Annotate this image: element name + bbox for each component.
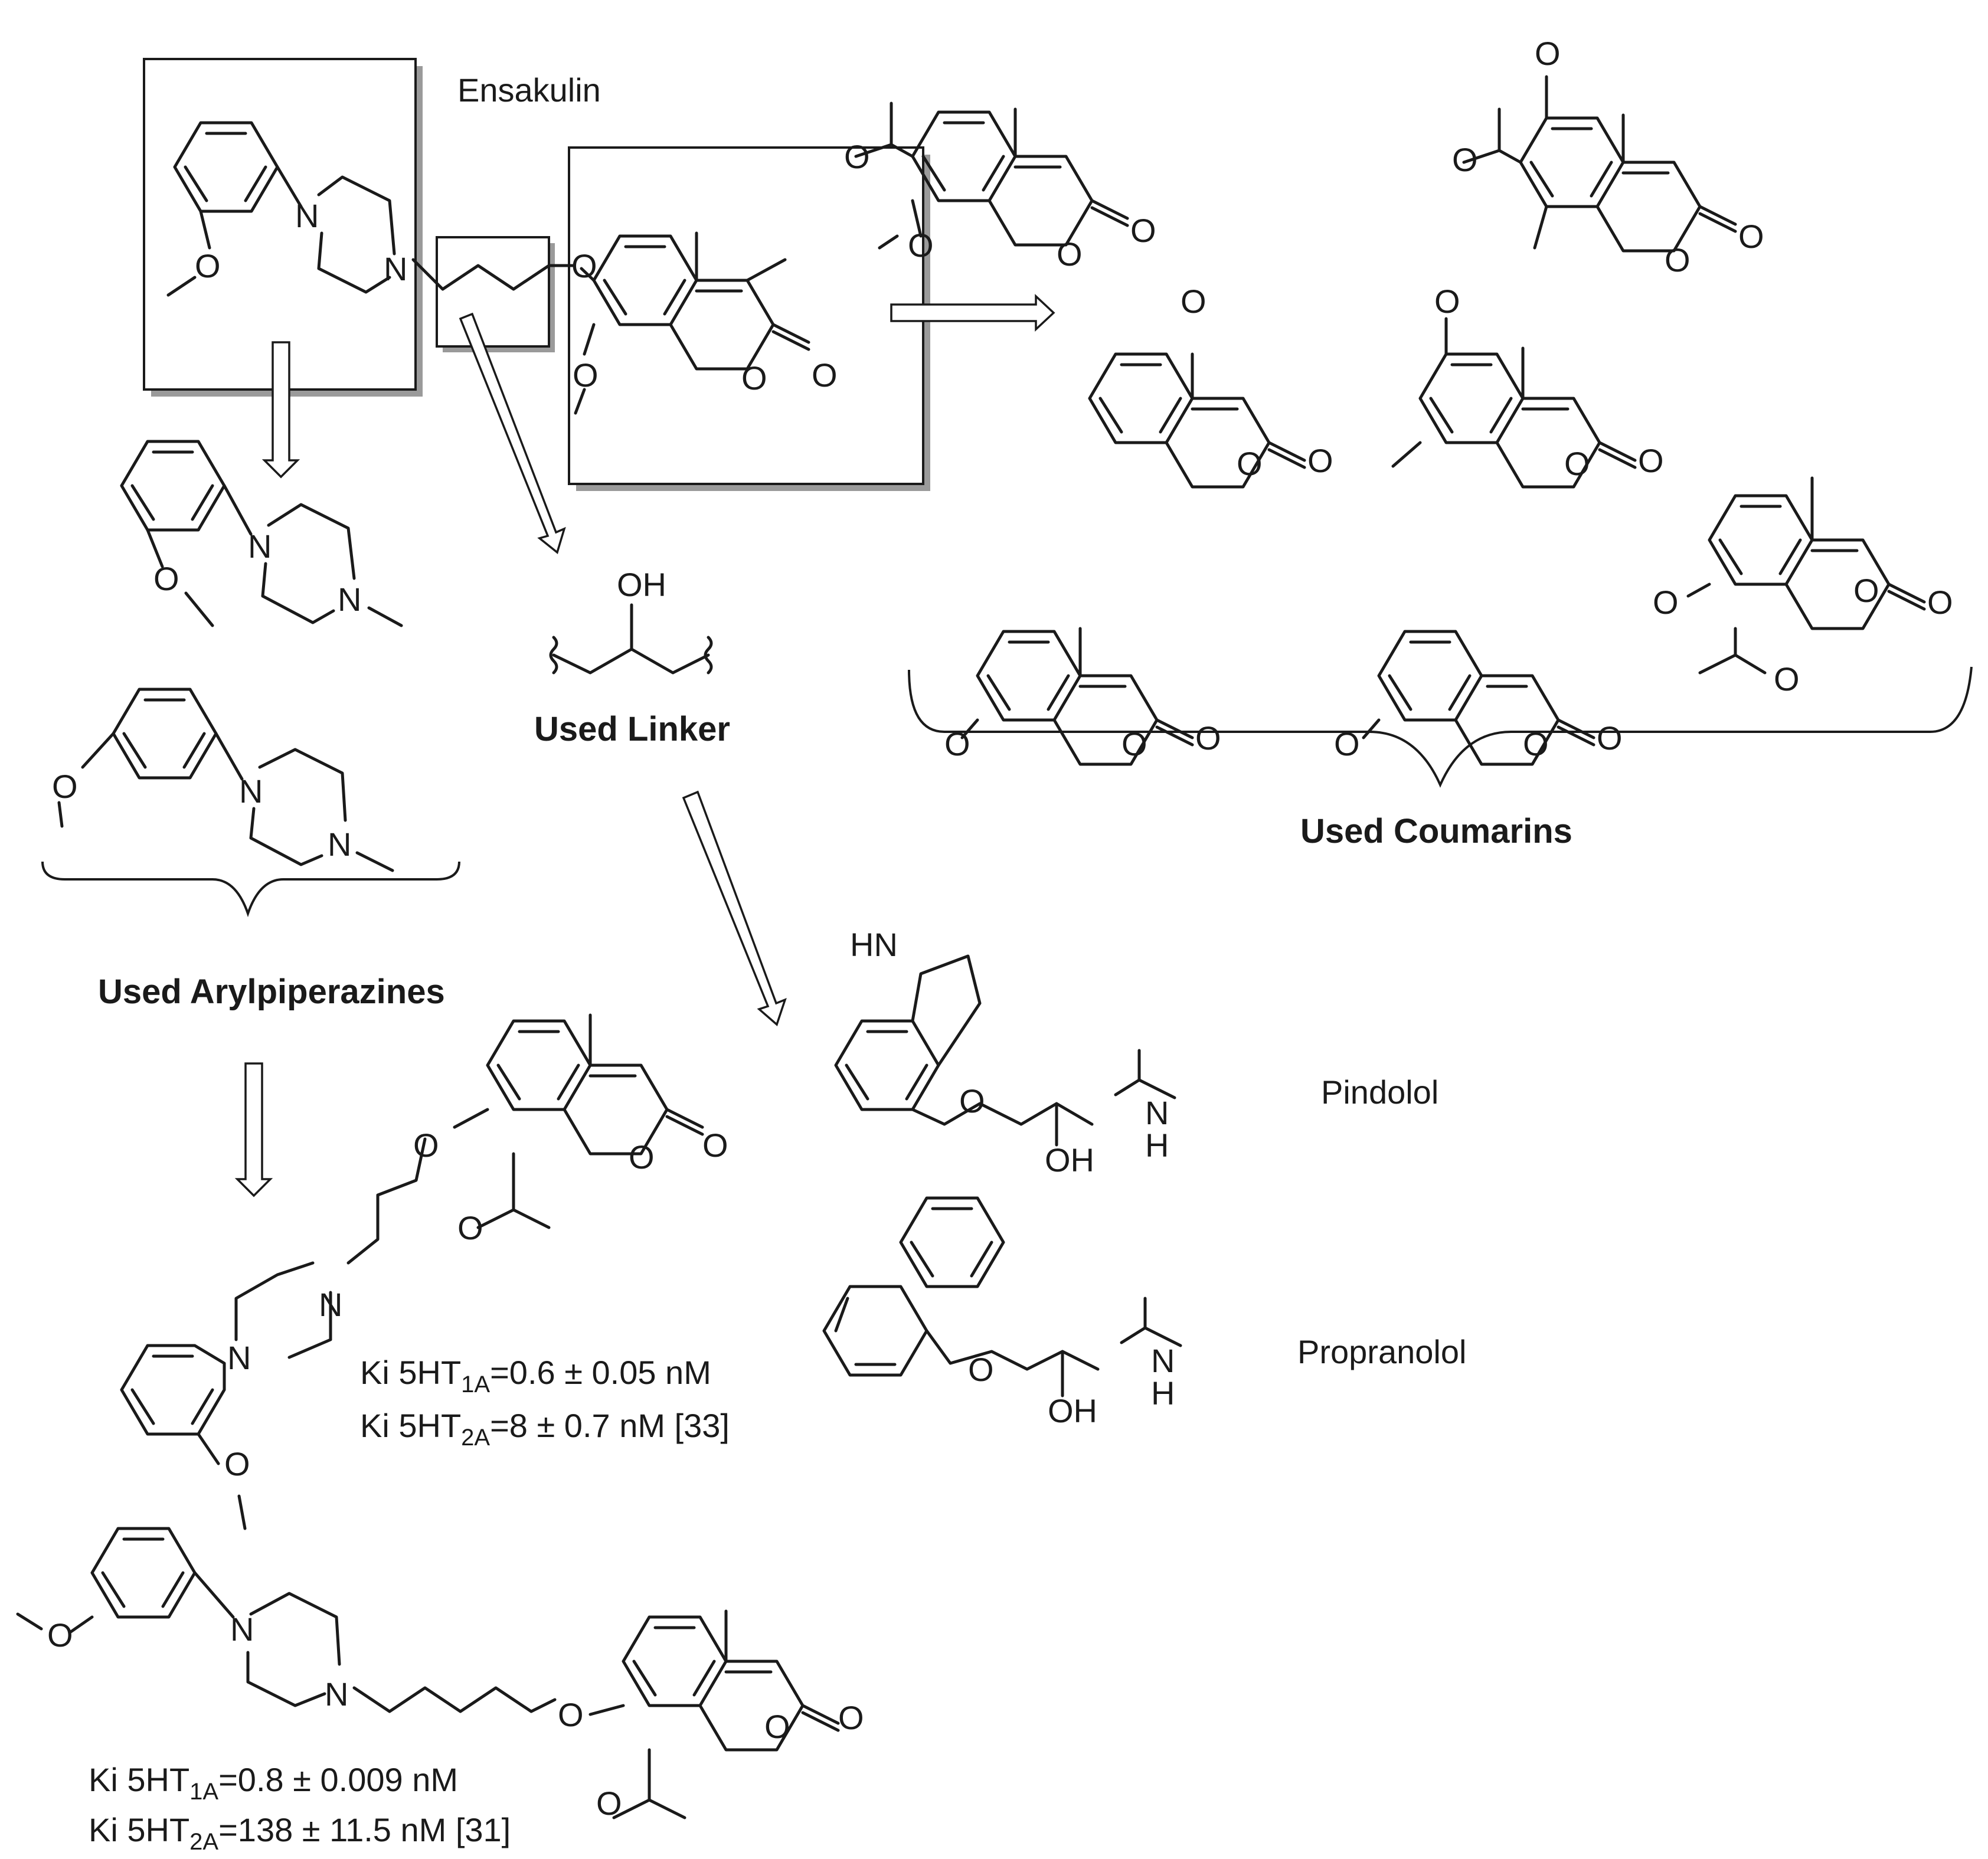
compound-b-ki-1a: Ki 5HT1A=0.8 ± 0.009 nM: [89, 1761, 458, 1805]
atom-o: O: [1195, 719, 1221, 757]
atom-o: O: [1853, 572, 1879, 609]
atom-o: O: [52, 768, 78, 805]
atom-n: N: [248, 528, 272, 565]
compound-b-structure: O N N O O O O: [16, 1527, 864, 1822]
atom-nh-n: N: [1151, 1342, 1175, 1379]
atom-o: O: [1057, 235, 1083, 273]
atom-o: O: [1638, 442, 1664, 479]
label-ensakulin: Ensakulin: [457, 71, 601, 109]
atom-o: O: [224, 1445, 250, 1482]
compound-a-ki-2a: Ki 5HT2A=8 ± 0.7 nM [33]: [360, 1407, 730, 1451]
coumarin-4: O O O: [1391, 283, 1664, 489]
atom-o-ring: O: [741, 359, 767, 397]
coumarin-1: O O O O: [844, 102, 1156, 273]
label-used-arylpiperazines: Used Arylpiperazines: [98, 973, 445, 1011]
arylpiperazine-1: N N O: [120, 440, 403, 627]
arrow-right-1: [890, 293, 1055, 332]
atom-o: O: [702, 1127, 728, 1164]
brace-arylpiperazines: [41, 861, 460, 918]
atom-o: O: [596, 1785, 622, 1822]
label-propranolol: Propranolol: [1297, 1333, 1466, 1370]
atom-o: O: [1130, 212, 1156, 249]
atom-n: N: [227, 1339, 251, 1376]
arrow-diagonal-1: [459, 312, 566, 554]
atom-n1: N: [295, 197, 319, 234]
pindolol-structure: HN O OH N H: [834, 926, 1176, 1179]
atom-o: O: [413, 1127, 439, 1164]
compound-a-structure: O O O O N N O: [120, 1013, 728, 1530]
atom-o: O: [1597, 719, 1623, 757]
compound-b-ki-2a: Ki 5HT2A=138 ± 11.5 nM [31]: [89, 1811, 511, 1855]
atom-n: N: [319, 1286, 342, 1323]
coumarin-frame: [568, 146, 924, 485]
ensakulin-structure: N N O O O O O Ensakulin: [143, 58, 930, 491]
label-pindolol: Pindolol: [1321, 1073, 1438, 1111]
atom-o: O: [47, 1616, 73, 1654]
atom-o: O: [844, 138, 870, 175]
atom-o-carbonyl: O: [812, 356, 838, 394]
atom-o: O: [153, 560, 179, 597]
atom-n: N: [239, 773, 263, 810]
arylpiperazine-2: N N O: [52, 688, 394, 872]
atom-o: O: [1434, 283, 1460, 320]
coumarin-5: O O O: [944, 627, 1221, 766]
coumarin-3: O O O: [1088, 283, 1333, 489]
arrow-diagonal-2: [682, 790, 787, 1027]
atom-oh: OH: [1048, 1392, 1097, 1429]
atom-o-ether: O: [571, 247, 597, 284]
atom-o: O: [1452, 141, 1478, 178]
atom-o: O: [1774, 660, 1800, 698]
atom-o: O: [959, 1082, 985, 1120]
atom-nh-n: N: [1145, 1094, 1169, 1131]
atom-o-methoxy: O: [195, 247, 221, 284]
atom-o: O: [1237, 445, 1263, 482]
atom-o: O: [1535, 35, 1561, 72]
atom-hn: HN: [850, 926, 898, 963]
atom-nh-h: H: [1145, 1127, 1169, 1164]
linker-frame: [436, 236, 550, 348]
arrow-down-2: [234, 1062, 273, 1197]
atom-o: O: [1181, 283, 1206, 320]
atom-o: O: [1307, 442, 1333, 479]
label-used-coumarins: Used Coumarins: [1300, 812, 1572, 850]
atom-o: O: [1927, 584, 1953, 621]
coumarin-6: O O O: [1334, 630, 1623, 766]
atom-nh-h: H: [1151, 1374, 1175, 1412]
label-used-linker: Used Linker: [534, 710, 730, 748]
atom-o: O: [457, 1209, 483, 1246]
atom-o: O: [629, 1138, 655, 1176]
coumarin-2: O O O O: [1452, 35, 1764, 279]
atom-n: N: [338, 581, 361, 618]
atom-o: O: [1738, 218, 1764, 255]
arrow-down-1: [261, 341, 300, 479]
atom-o: O: [838, 1699, 864, 1736]
atom-n2: N: [384, 250, 407, 287]
atom-n: N: [328, 826, 351, 863]
brace-coumarins: [908, 666, 1973, 788]
atom-o: O: [764, 1708, 790, 1745]
atom-o: O: [908, 227, 934, 264]
atom-n: N: [230, 1611, 254, 1648]
atom-o: O: [1653, 584, 1679, 621]
atom-o: O: [1665, 241, 1691, 279]
atom-o: O: [558, 1696, 584, 1733]
atom-o: O: [968, 1351, 994, 1388]
atom-oh: OH: [617, 566, 666, 603]
atom-o-methoxy2: O: [573, 356, 599, 394]
arylpiperazine-frame: [143, 58, 417, 391]
compound-a-ki-1a: Ki 5HT1A=0.6 ± 0.05 nM: [360, 1354, 711, 1397]
atom-oh: OH: [1045, 1141, 1094, 1179]
propranolol-structure: O OH N H: [822, 1196, 1182, 1429]
arrows: [234, 293, 1055, 1197]
coumarin-7: O O O O: [1653, 476, 1953, 698]
atom-o: O: [1564, 445, 1590, 482]
linker-structure: OH: [549, 566, 713, 675]
atom-n: N: [325, 1675, 348, 1713]
